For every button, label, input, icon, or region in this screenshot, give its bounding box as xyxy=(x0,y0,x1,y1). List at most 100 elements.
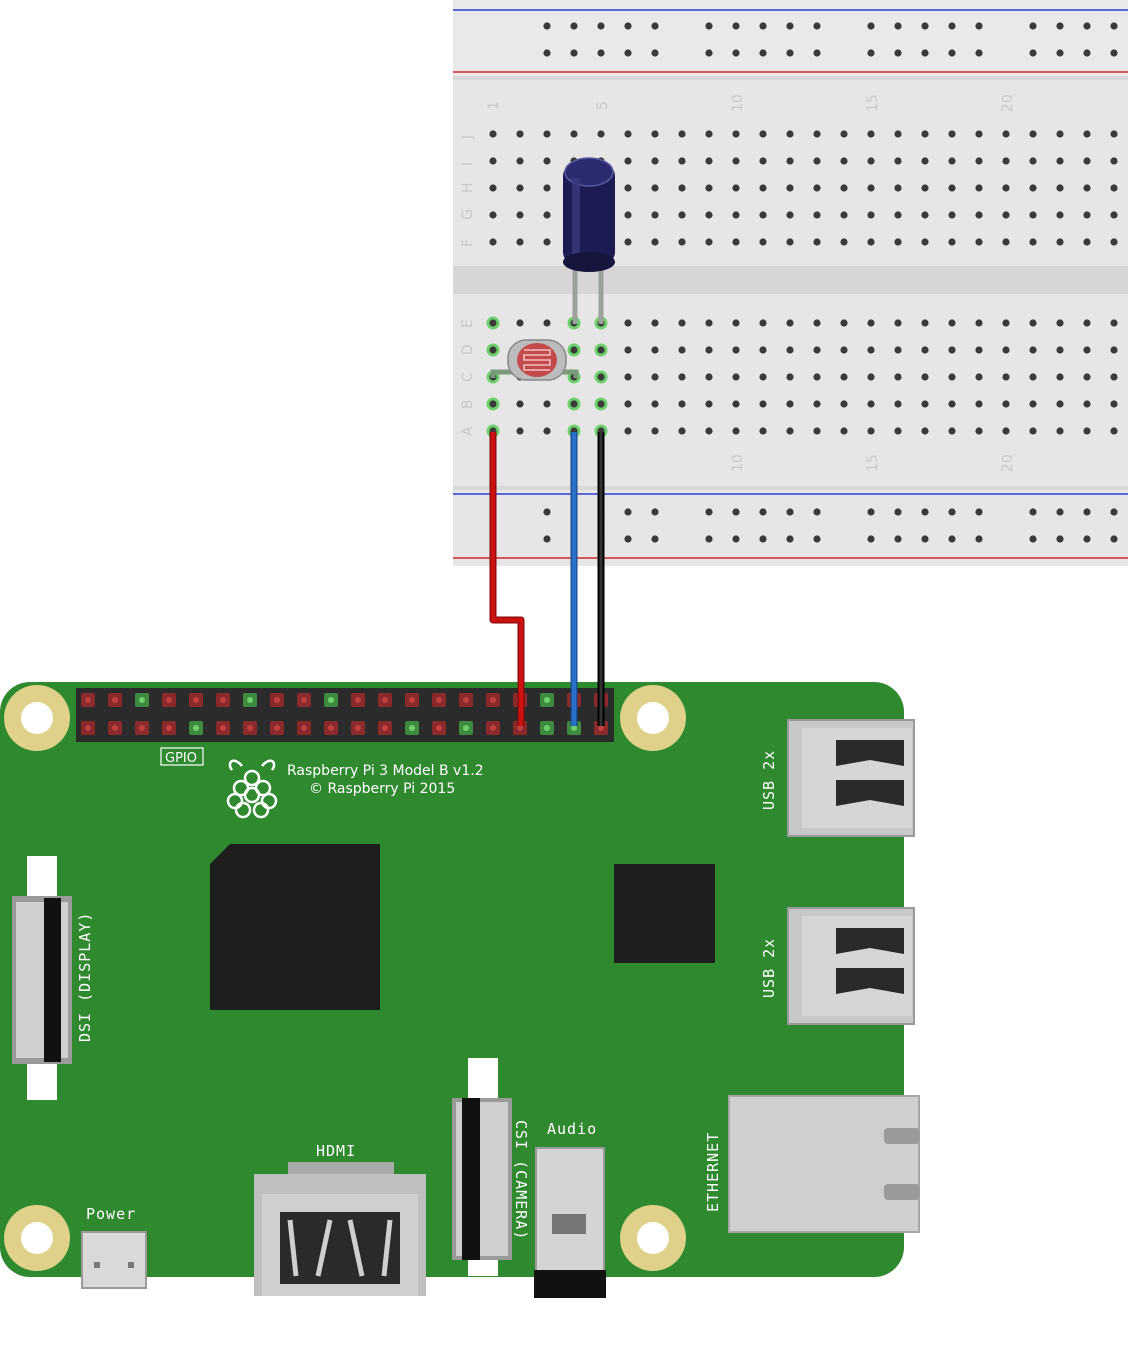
breadboard-hole[interactable] xyxy=(1029,49,1037,57)
breadboard-hole[interactable] xyxy=(975,130,983,138)
breadboard-hole[interactable] xyxy=(759,427,767,435)
breadboard-hole[interactable] xyxy=(813,373,821,381)
breadboard-hole[interactable] xyxy=(1002,184,1010,192)
breadboard-hole[interactable] xyxy=(813,427,821,435)
breadboard-hole[interactable] xyxy=(516,319,524,327)
breadboard-hole[interactable] xyxy=(867,211,875,219)
breadboard-hole[interactable] xyxy=(1083,211,1091,219)
breadboard-hole[interactable] xyxy=(948,157,956,165)
breadboard-hole[interactable] xyxy=(975,400,983,408)
breadboard-hole[interactable] xyxy=(867,49,875,57)
breadboard-hole[interactable] xyxy=(948,373,956,381)
breadboard-hole[interactable] xyxy=(705,22,713,30)
breadboard-hole[interactable] xyxy=(786,508,794,516)
usb-port[interactable] xyxy=(787,719,915,837)
breadboard-hole[interactable] xyxy=(786,400,794,408)
breadboard-hole[interactable] xyxy=(705,157,713,165)
breadboard-hole[interactable] xyxy=(759,184,767,192)
breadboard-hole[interactable] xyxy=(624,211,632,219)
breadboard-hole[interactable] xyxy=(651,238,659,246)
breadboard-hole[interactable] xyxy=(1083,346,1091,354)
breadboard-hole[interactable] xyxy=(1083,22,1091,30)
breadboard-hole[interactable] xyxy=(975,22,983,30)
breadboard-hole[interactable] xyxy=(840,346,848,354)
breadboard-hole[interactable] xyxy=(975,238,983,246)
breadboard-hole[interactable] xyxy=(624,427,632,435)
breadboard-hole[interactable] xyxy=(894,22,902,30)
breadboard-hole[interactable] xyxy=(786,319,794,327)
breadboard-hole[interactable] xyxy=(921,157,929,165)
breadboard-hole[interactable] xyxy=(948,508,956,516)
breadboard-hole[interactable] xyxy=(624,400,632,408)
breadboard-hole[interactable] xyxy=(543,427,551,435)
breadboard-hole[interactable] xyxy=(678,238,686,246)
breadboard-hole[interactable] xyxy=(1110,157,1118,165)
breadboard-hole[interactable] xyxy=(624,184,632,192)
breadboard-hole[interactable] xyxy=(705,400,713,408)
breadboard-hole[interactable] xyxy=(894,157,902,165)
breadboard-hole[interactable] xyxy=(867,184,875,192)
breadboard-hole[interactable] xyxy=(759,508,767,516)
breadboard-hole[interactable] xyxy=(1002,319,1010,327)
breadboard-hole[interactable] xyxy=(651,184,659,192)
breadboard-hole[interactable] xyxy=(732,319,740,327)
breadboard-hole[interactable] xyxy=(759,157,767,165)
breadboard-hole[interactable] xyxy=(1029,373,1037,381)
breadboard-hole[interactable] xyxy=(651,49,659,57)
breadboard-hole[interactable] xyxy=(651,346,659,354)
breadboard-hole[interactable] xyxy=(570,400,578,408)
breadboard-hole[interactable] xyxy=(975,346,983,354)
breadboard-hole[interactable] xyxy=(489,400,497,408)
breadboard-hole[interactable] xyxy=(759,211,767,219)
breadboard-hole[interactable] xyxy=(1056,400,1064,408)
breadboard-hole[interactable] xyxy=(867,508,875,516)
breadboard-hole[interactable] xyxy=(651,508,659,516)
breadboard-hole[interactable] xyxy=(840,184,848,192)
breadboard-hole[interactable] xyxy=(948,211,956,219)
breadboard-hole[interactable] xyxy=(624,373,632,381)
breadboard-hole[interactable] xyxy=(867,319,875,327)
breadboard-hole[interactable] xyxy=(867,427,875,435)
breadboard-hole[interactable] xyxy=(759,22,767,30)
breadboard-hole[interactable] xyxy=(651,211,659,219)
breadboard-hole[interactable] xyxy=(894,49,902,57)
breadboard-hole[interactable] xyxy=(1083,319,1091,327)
breadboard-hole[interactable] xyxy=(867,130,875,138)
breadboard-hole[interactable] xyxy=(678,319,686,327)
breadboard-hole[interactable] xyxy=(813,535,821,543)
breadboard-hole[interactable] xyxy=(894,211,902,219)
breadboard-hole[interactable] xyxy=(516,400,524,408)
breadboard-hole[interactable] xyxy=(732,238,740,246)
breadboard-hole[interactable] xyxy=(975,319,983,327)
breadboard-hole[interactable] xyxy=(705,373,713,381)
breadboard-hole[interactable] xyxy=(894,427,902,435)
breadboard-hole[interactable] xyxy=(1083,427,1091,435)
breadboard-hole[interactable] xyxy=(813,400,821,408)
breadboard-hole[interactable] xyxy=(732,400,740,408)
breadboard-hole[interactable] xyxy=(1056,373,1064,381)
breadboard-hole[interactable] xyxy=(867,238,875,246)
breadboard-hole[interactable] xyxy=(786,49,794,57)
breadboard-hole[interactable] xyxy=(732,346,740,354)
breadboard-hole[interactable] xyxy=(489,346,497,354)
breadboard-hole[interactable] xyxy=(921,373,929,381)
breadboard-hole[interactable] xyxy=(624,238,632,246)
breadboard-hole[interactable] xyxy=(543,535,551,543)
breadboard-hole[interactable] xyxy=(1029,508,1037,516)
breadboard-hole[interactable] xyxy=(1110,22,1118,30)
breadboard-hole[interactable] xyxy=(813,211,821,219)
breadboard-hole[interactable] xyxy=(1083,400,1091,408)
breadboard-hole[interactable] xyxy=(786,238,794,246)
breadboard-hole[interactable] xyxy=(786,184,794,192)
breadboard-hole[interactable] xyxy=(1002,157,1010,165)
breadboard-hole[interactable] xyxy=(1056,238,1064,246)
breadboard-hole[interactable] xyxy=(975,211,983,219)
breadboard-hole[interactable] xyxy=(759,346,767,354)
breadboard-hole[interactable] xyxy=(1029,130,1037,138)
breadboard-hole[interactable] xyxy=(651,373,659,381)
breadboard-hole[interactable] xyxy=(948,130,956,138)
breadboard-hole[interactable] xyxy=(840,211,848,219)
breadboard-hole[interactable] xyxy=(1110,211,1118,219)
breadboard-hole[interactable] xyxy=(975,184,983,192)
breadboard-hole[interactable] xyxy=(1056,427,1064,435)
